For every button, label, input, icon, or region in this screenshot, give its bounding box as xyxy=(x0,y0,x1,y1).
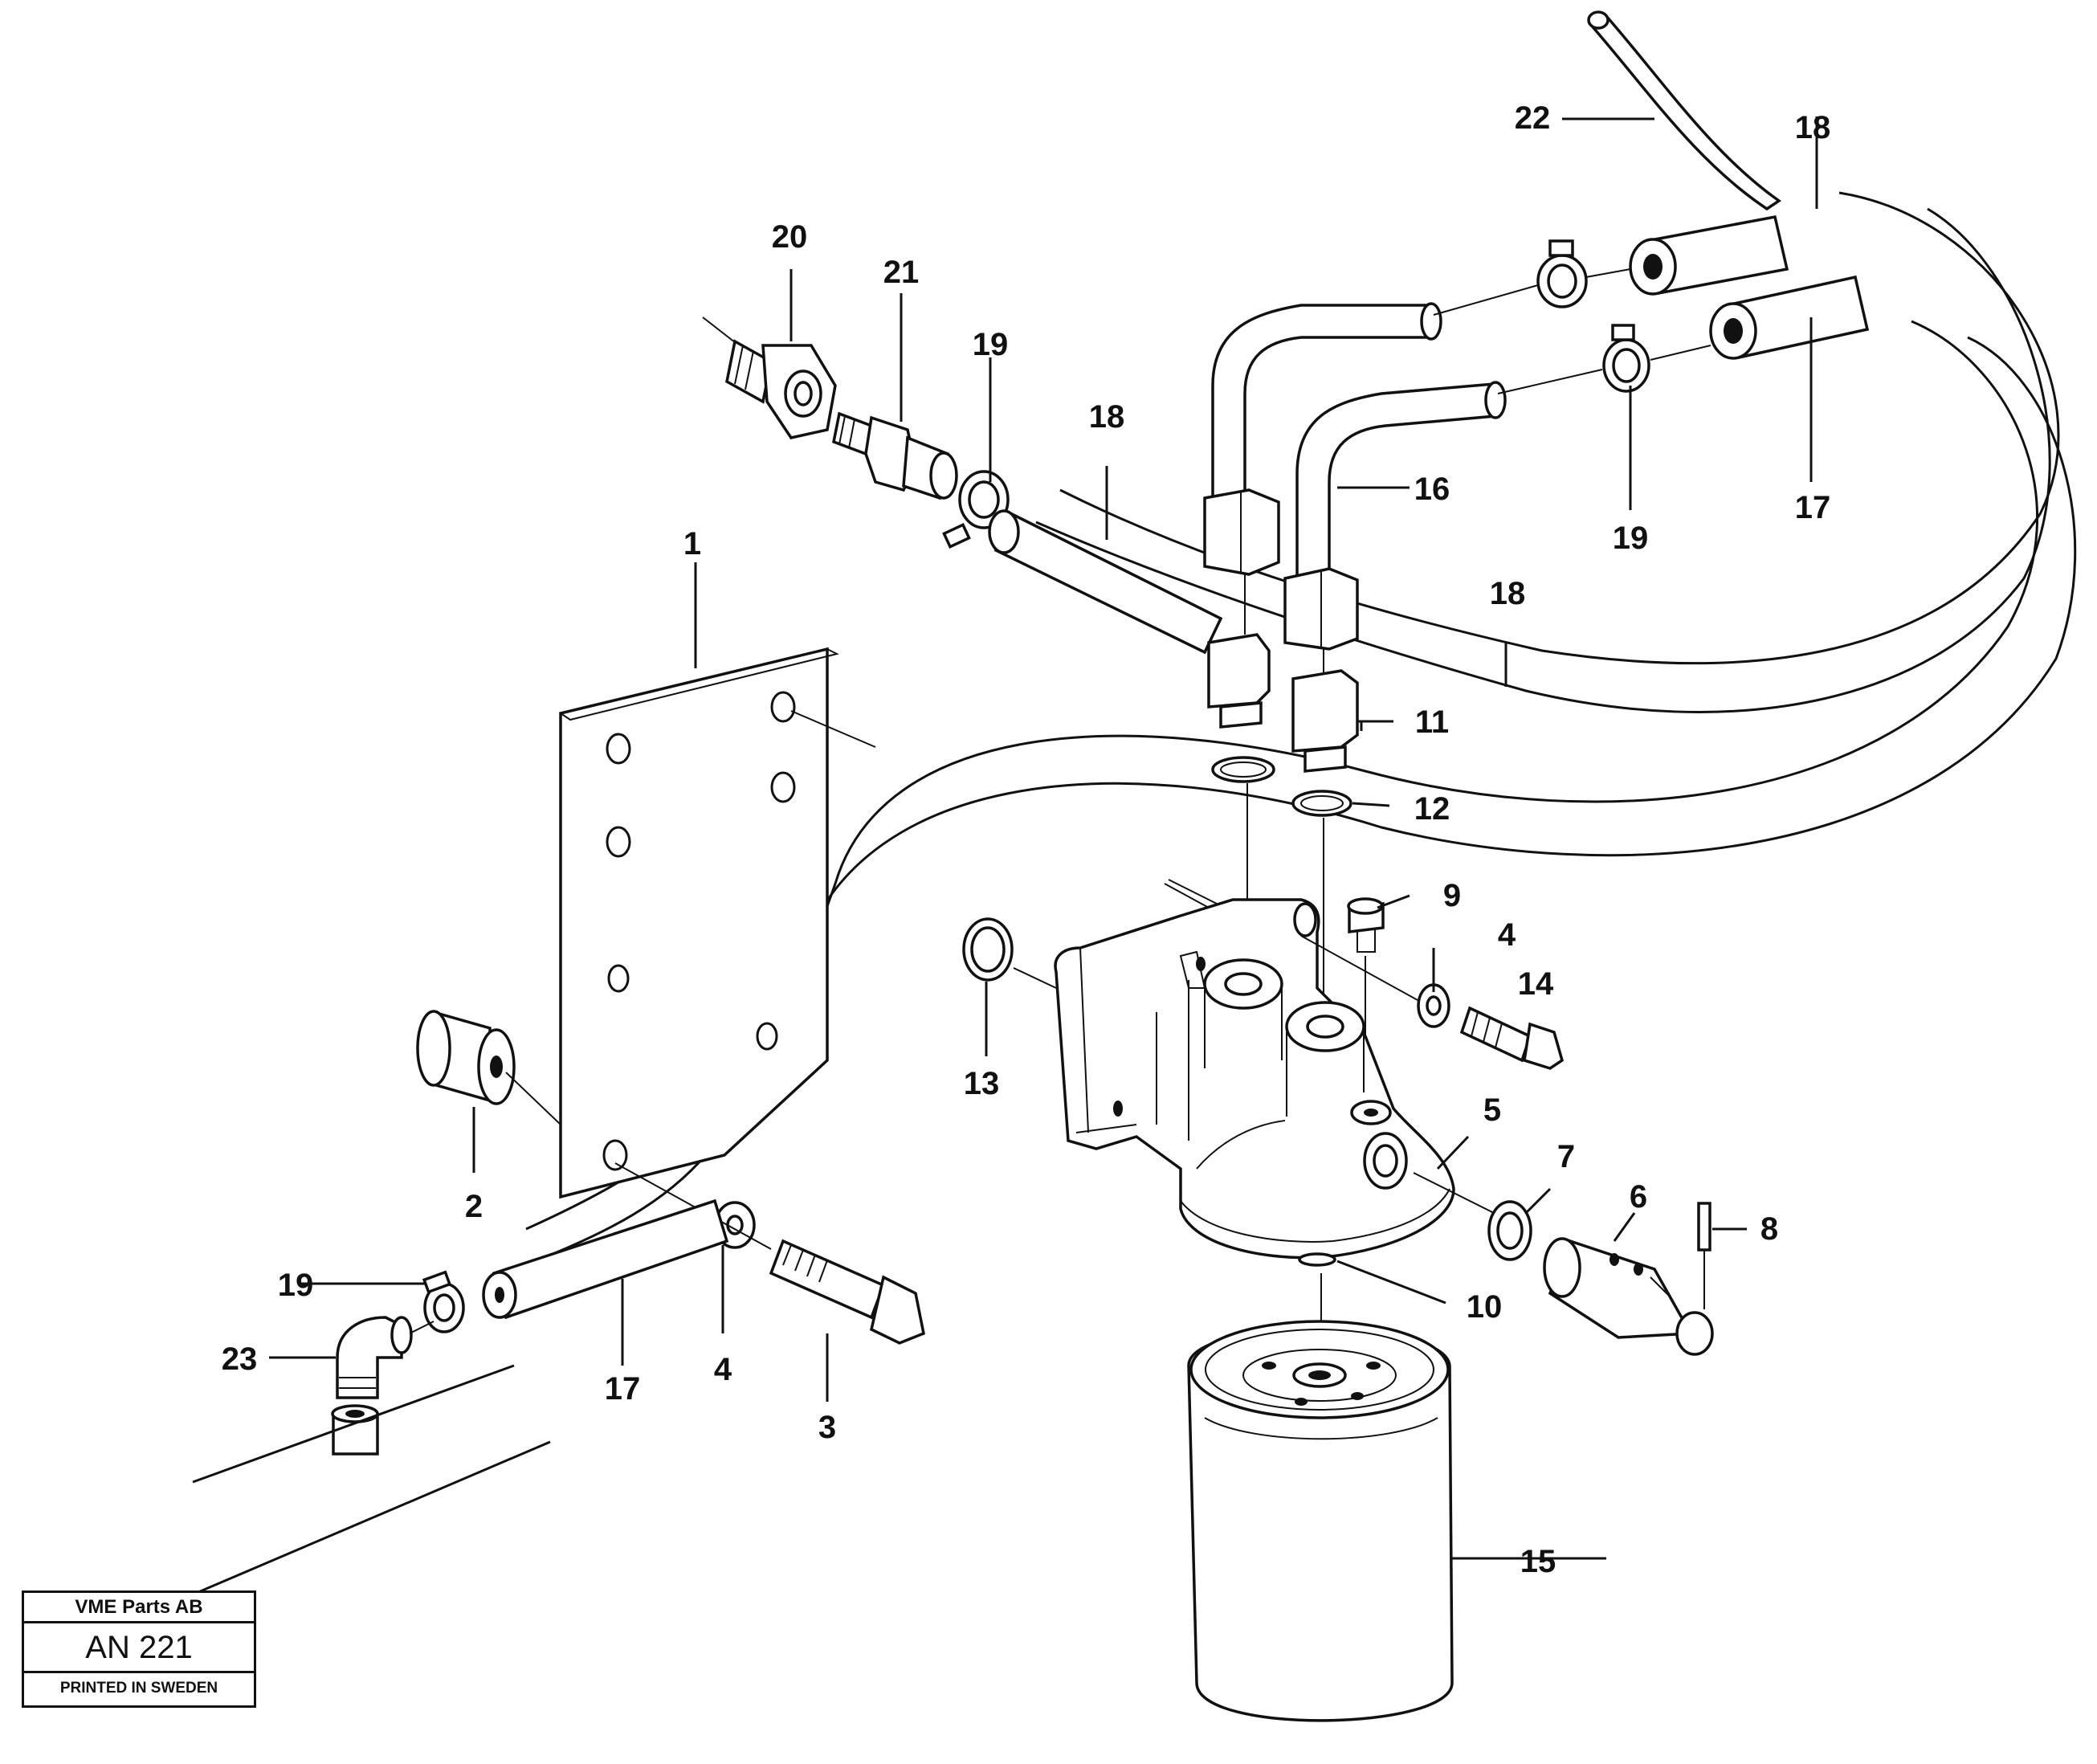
seal-ring-12-right xyxy=(1291,790,1352,817)
callout-18-middle: 18 xyxy=(1089,399,1125,435)
callout-22: 22 xyxy=(1515,100,1551,136)
callout-4-right: 4 xyxy=(1498,917,1516,953)
drawing-code: AN 221 xyxy=(24,1623,254,1673)
callout-2: 2 xyxy=(465,1189,483,1224)
callout-16: 16 xyxy=(1414,472,1450,507)
pipe-16-upper xyxy=(1203,302,1442,576)
washer-right xyxy=(1300,935,1450,1028)
cable-tie xyxy=(1587,10,1782,211)
callout-17-right: 17 xyxy=(1795,490,1831,525)
elbow-fitting xyxy=(331,1316,434,1456)
callout-23: 23 xyxy=(222,1341,258,1377)
callout-9: 9 xyxy=(1443,878,1461,913)
callout-8: 8 xyxy=(1760,1211,1778,1247)
mounting-plate xyxy=(558,647,876,1199)
pin-8 xyxy=(1697,1202,1711,1309)
filter-head xyxy=(1054,879,1503,1260)
bolt-3 xyxy=(614,1162,926,1345)
callout-12: 12 xyxy=(1414,791,1450,827)
callout-18-right: 18 xyxy=(1490,576,1526,611)
callout-6: 6 xyxy=(1630,1179,1647,1215)
ground-lines xyxy=(192,1364,551,1596)
filter-seal xyxy=(1298,1252,1336,1267)
adapter-11-right xyxy=(1291,649,1359,773)
seal-ring-7 xyxy=(1487,1200,1532,1261)
hose-clamp-right xyxy=(1497,324,1650,394)
hose-clamp-upper xyxy=(1433,239,1588,316)
hose-18-left xyxy=(988,509,1223,655)
socket-screw-9 xyxy=(1347,897,1385,953)
callout-19-right: 19 xyxy=(1613,521,1649,556)
callout-17-left: 17 xyxy=(605,1371,641,1407)
callout-5: 5 xyxy=(1483,1092,1501,1128)
adapter-nut-20 xyxy=(702,316,837,439)
callout-13: 13 xyxy=(964,1066,1000,1101)
company-name: VME Parts AB xyxy=(24,1593,254,1623)
callout-14: 14 xyxy=(1518,966,1554,1002)
callout-3: 3 xyxy=(818,1410,836,1445)
callout-15: 15 xyxy=(1520,1544,1556,1579)
callout-1: 1 xyxy=(683,526,701,561)
oil-filter-cartridge xyxy=(1187,1320,1454,1722)
callout-7: 7 xyxy=(1557,1139,1575,1174)
title-block: VME Parts AB AN 221 PRINTED IN SWEDEN xyxy=(22,1590,256,1708)
hose-17-end xyxy=(1650,275,1870,361)
leader-lines xyxy=(269,116,1818,1560)
spacer-sleeve xyxy=(416,1010,561,1125)
plunger-6 xyxy=(1543,1237,1714,1356)
seal-ring-13 xyxy=(962,917,1057,989)
callout-20: 20 xyxy=(772,219,808,255)
adapter-11-left xyxy=(1207,574,1271,729)
bolt-14 xyxy=(1459,1006,1565,1070)
pipe-16-lower xyxy=(1283,381,1507,651)
printed-in-label: PRINTED IN SWEDEN xyxy=(59,1680,218,1697)
callout-19-upper-left: 19 xyxy=(973,327,1009,362)
callout-10: 10 xyxy=(1467,1289,1503,1325)
callout-21: 21 xyxy=(883,255,920,290)
hose-clamp-lower-left xyxy=(422,1270,465,1333)
callout-18-top: 18 xyxy=(1795,110,1831,145)
callout-4-left: 4 xyxy=(714,1352,732,1387)
callout-numbers: 1 2 3 4 4 5 6 7 8 9 10 11 12 13 14 15 16… xyxy=(222,100,1831,1579)
callout-19-lower-left: 19 xyxy=(278,1268,314,1303)
hose-17-left xyxy=(482,1198,729,1320)
hose-18-end xyxy=(1585,214,1789,296)
callout-11: 11 xyxy=(1415,704,1449,740)
seal-ring-12-left xyxy=(1211,756,1275,783)
union-21 xyxy=(831,411,958,500)
